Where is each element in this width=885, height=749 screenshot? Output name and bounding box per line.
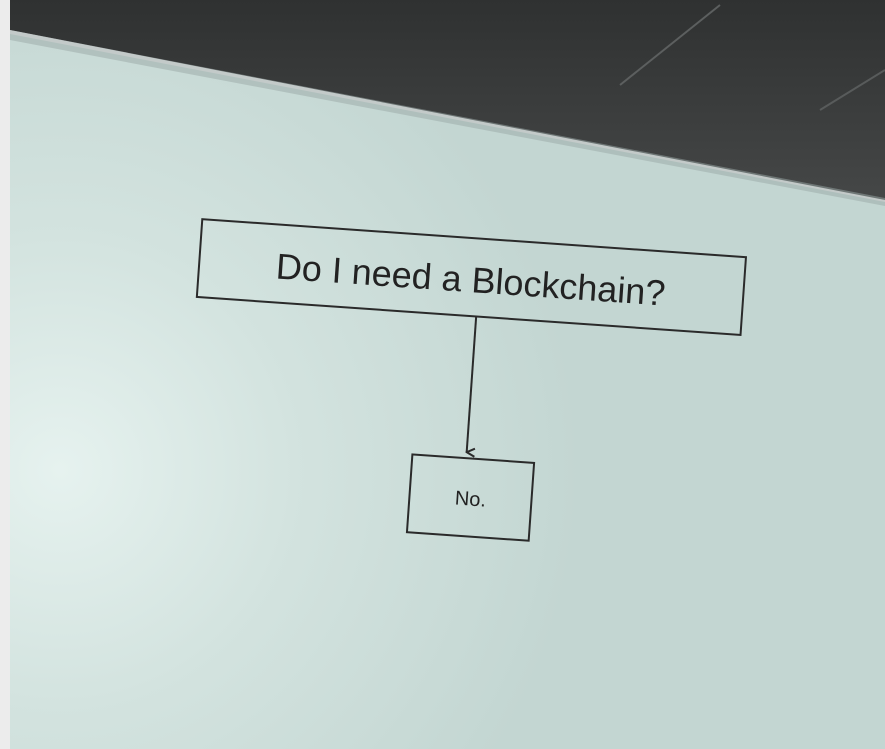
ceiling xyxy=(10,0,885,200)
ceiling-seam xyxy=(619,4,721,86)
screen-top-edge xyxy=(10,30,885,206)
ceiling-seam xyxy=(819,69,885,111)
projection-screen xyxy=(10,34,885,749)
question-box xyxy=(195,218,748,337)
answer-box xyxy=(405,453,536,542)
answer-text: No. xyxy=(454,487,487,511)
flow-arrow xyxy=(467,316,478,452)
